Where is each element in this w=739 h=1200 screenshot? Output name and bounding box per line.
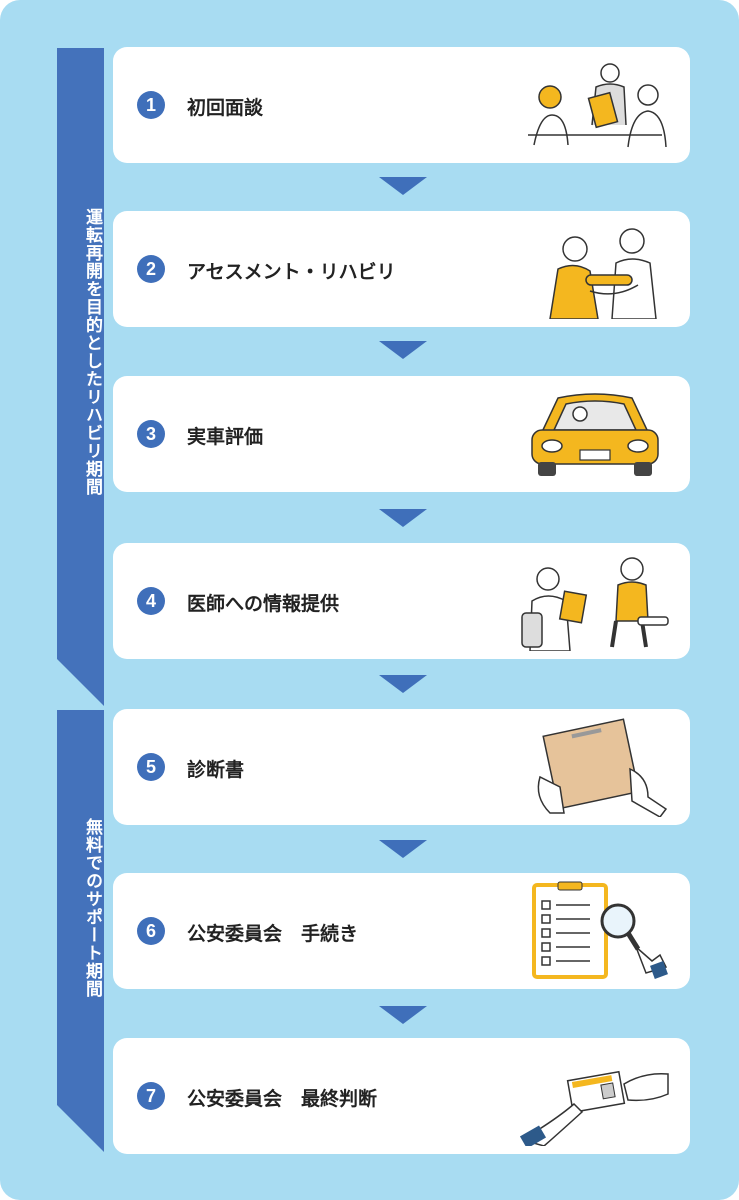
step-card-5: 5 診断書 xyxy=(113,709,690,825)
down-arrow-icon xyxy=(379,675,427,693)
step-label-2: アセスメント・リハビリ xyxy=(187,261,396,283)
step-label-7: 公安委員会 最終判断 xyxy=(187,1088,378,1110)
down-arrow-icon xyxy=(379,177,427,195)
step-card-2: 2 アセスメント・リハビリ xyxy=(113,211,690,327)
step-card-4: 4 医師への情報提供 xyxy=(113,543,690,659)
down-arrow-icon xyxy=(379,341,427,359)
phase-label-rehab: 運転再開を目的としたリハビリ期間 xyxy=(82,208,102,496)
step-label-4: 医師への情報提供 xyxy=(187,593,340,615)
phase-banner-support: 無料でのサポート期間 xyxy=(57,710,104,1152)
envelope-illustration-icon xyxy=(537,718,668,817)
step-number-2: 2 xyxy=(137,255,165,283)
checklist-magnifier-illustration-icon xyxy=(532,881,668,979)
step-card-6: 6 公安委員会 手続き xyxy=(113,873,690,989)
down-arrow-icon xyxy=(379,840,427,858)
phase-label-support: 無料でのサポート期間 xyxy=(82,818,102,998)
step-number-7: 7 xyxy=(137,1082,165,1110)
consultation-illustration-icon xyxy=(528,63,667,148)
car-illustration-icon xyxy=(531,393,659,476)
down-arrow-icon xyxy=(379,1006,427,1024)
license-handover-illustration-icon xyxy=(520,1070,669,1146)
step-card-1: 1 初回面談 xyxy=(113,47,690,163)
step-number-5: 5 xyxy=(137,753,165,781)
step-number-1: 1 xyxy=(137,91,165,119)
step-label-5: 診断書 xyxy=(187,759,245,781)
doctor-illustration-icon xyxy=(521,557,669,651)
phase-banner-rehab: 運転再開を目的としたリハビリ期間 xyxy=(57,48,104,706)
step-card-7: 7 公安委員会 最終判断 xyxy=(113,1038,690,1154)
step-label-3: 実車評価 xyxy=(187,426,264,448)
rehabilitation-illustration-icon xyxy=(549,228,657,319)
step-number-4: 4 xyxy=(137,587,165,615)
step-card-3: 3 実車評価 xyxy=(113,376,690,492)
down-arrow-icon xyxy=(379,509,427,527)
step-number-3: 3 xyxy=(137,420,165,448)
step-label-6: 公安委員会 手続き xyxy=(187,923,359,945)
step-label-1: 初回面談 xyxy=(187,97,264,119)
step-number-6: 6 xyxy=(137,917,165,945)
